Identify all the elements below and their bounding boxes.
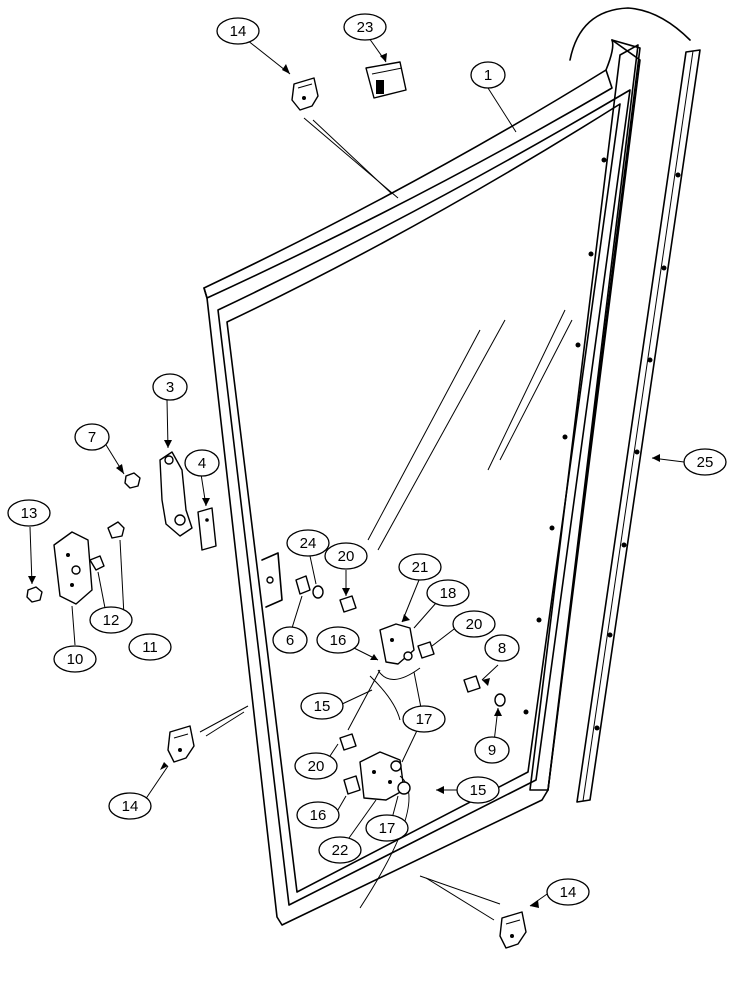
- callout-20-lower: 20: [294, 752, 338, 780]
- callout-4: 4: [184, 449, 220, 477]
- clip-left: [167, 725, 195, 763]
- callout-label: 22: [332, 842, 349, 859]
- glass-channel: [523, 44, 639, 791]
- callout-label: 17: [379, 820, 396, 837]
- callout-label: 14: [122, 798, 139, 815]
- seal-strip: [569, 7, 701, 803]
- callout-16-lower: 16: [296, 801, 340, 829]
- callout-6: 6: [272, 626, 308, 654]
- callout-14-bottom: 14: [546, 878, 590, 906]
- callout-label: 4: [198, 455, 206, 472]
- callout-18: 18: [426, 579, 470, 607]
- nut-7: [124, 472, 141, 489]
- callout-label: 12: [103, 612, 120, 629]
- callout-17-upper: 17: [402, 705, 446, 733]
- callout-22: 22: [318, 836, 362, 864]
- callout-11: 11: [128, 633, 172, 661]
- spacer: [295, 575, 311, 595]
- clip-bottom: [499, 911, 527, 949]
- callout-label: 17: [416, 711, 433, 728]
- arrowheads: [28, 53, 660, 908]
- callout-14-top: 14: [216, 17, 260, 45]
- latch-upper: [369, 623, 435, 721]
- bolt-16-lower: [343, 775, 361, 795]
- callout-label: 3: [166, 379, 174, 396]
- plate: [197, 507, 217, 551]
- nut-17-lower: [397, 781, 411, 795]
- callout-label: 20: [466, 616, 483, 633]
- washer-9: [494, 693, 506, 707]
- callout-23: 23: [343, 13, 387, 41]
- callout-16-upper: 16: [316, 626, 360, 654]
- callout-15-upper: 15: [300, 692, 344, 720]
- callout-17-lower: 17: [365, 814, 409, 842]
- callout-label: 10: [67, 651, 84, 668]
- callout-label: 24: [300, 535, 317, 552]
- door-glass-frame: [203, 39, 641, 926]
- bolt-20-upper: [339, 595, 357, 613]
- handle-plate: [53, 531, 93, 605]
- callout-10: 10: [53, 645, 97, 673]
- callout-label: 7: [88, 429, 96, 446]
- callout-24: 24: [286, 529, 330, 557]
- washer-24: [312, 585, 324, 599]
- callout-20-upper: 20: [324, 542, 368, 570]
- callout-3: 3: [152, 373, 188, 401]
- bolt-8: [463, 675, 481, 693]
- callout-label: 1: [484, 67, 492, 84]
- bolt-12: [89, 555, 105, 571]
- callout-15-lower: 15: [456, 776, 500, 804]
- callout-21: 21: [398, 553, 442, 581]
- screw-11: [107, 521, 125, 539]
- callout-label: 14: [230, 23, 247, 40]
- callout-label: 16: [310, 807, 327, 824]
- callout-label: 8: [498, 640, 506, 657]
- bolt-20-lower: [339, 733, 357, 751]
- nut-13: [26, 586, 43, 603]
- latch-lever: [159, 451, 193, 537]
- callout-9: 9: [474, 736, 510, 764]
- callout-label: 9: [488, 742, 496, 759]
- seal-block: [365, 61, 407, 99]
- callout-label: 20: [338, 548, 355, 565]
- callout-label: 23: [357, 19, 374, 36]
- callout-8: 8: [484, 634, 520, 662]
- callout-13: 13: [7, 499, 51, 527]
- callout-12: 12: [89, 606, 133, 634]
- callout-label: 21: [412, 559, 429, 576]
- callout-label: 11: [142, 639, 158, 656]
- callout-label: 20: [308, 758, 325, 775]
- callout-label: 6: [286, 632, 294, 649]
- callout-14-left: 14: [108, 792, 152, 820]
- callout-25: 25: [683, 448, 727, 476]
- callout-label: 16: [330, 632, 347, 649]
- callout-label: 18: [440, 585, 457, 602]
- callout-7: 7: [74, 423, 110, 451]
- callout-1: 1: [470, 61, 506, 89]
- clip-top: [291, 77, 319, 111]
- callout-label: 15: [314, 698, 331, 715]
- callout-label: 14: [560, 884, 577, 901]
- callout-label: 25: [697, 454, 714, 471]
- callout-label: 15: [470, 782, 487, 799]
- callout-label: 13: [21, 505, 38, 522]
- callout-20-right: 20: [452, 610, 496, 638]
